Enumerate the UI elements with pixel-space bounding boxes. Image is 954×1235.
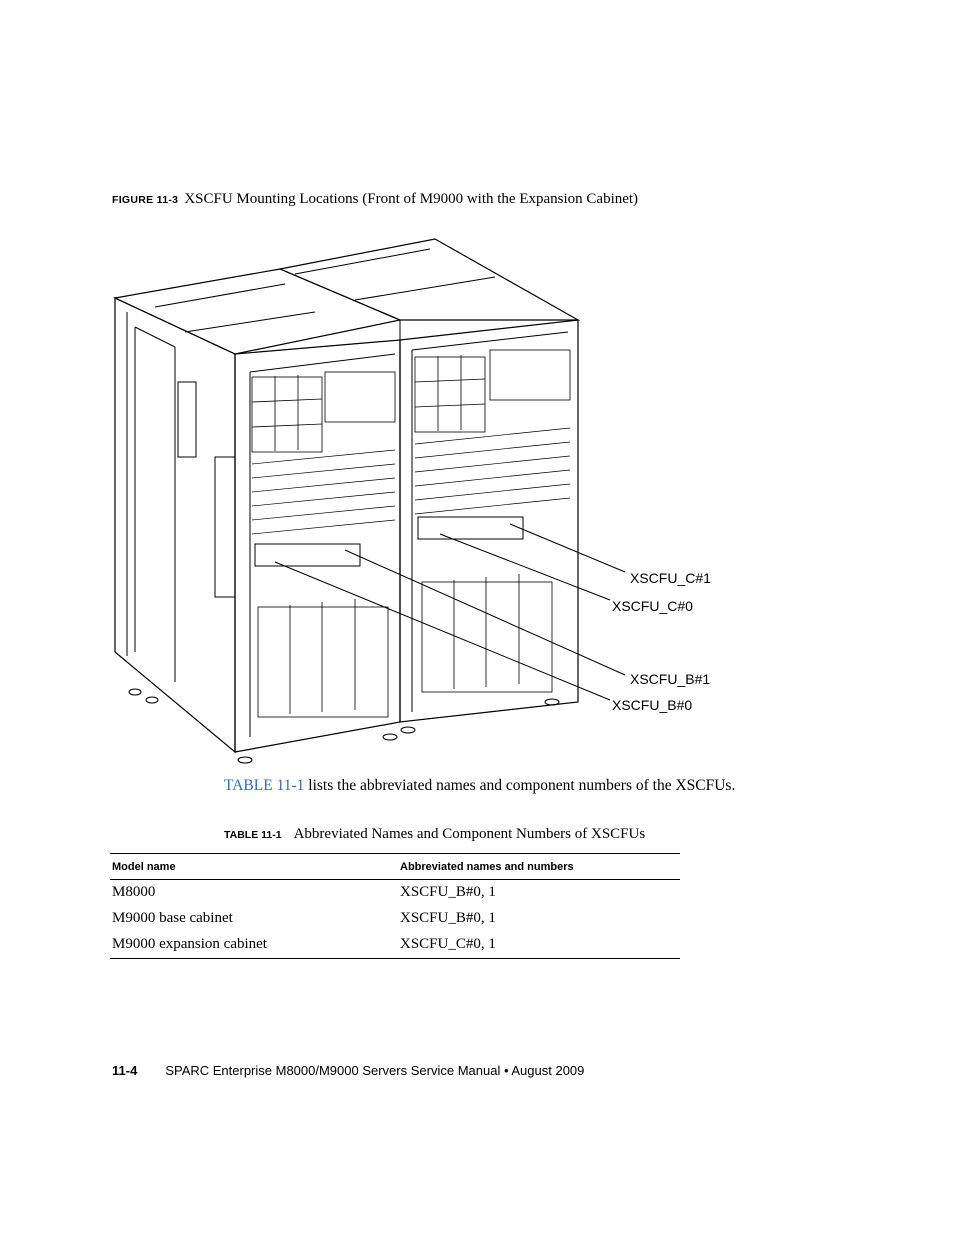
table-cell-abbrev: XSCFU_B#0, 1 (400, 884, 496, 900)
callout-xscfu-b1: XSCFU_B#1 (630, 671, 711, 687)
figure-illustration: XSCFU_C#1 XSCFU_C#0 XSCFU_B#1 XSCFU_B#0 (100, 232, 720, 767)
callout-xscfu-c0: XSCFU_C#0 (612, 598, 693, 614)
page-number: 11-4 (112, 1063, 138, 1078)
table-caption-text: Abbreviated Names and Component Numbers … (293, 826, 646, 842)
body-paragraph: TABLE 11-1 lists the abbreviated names a… (224, 777, 735, 795)
table-row: M8000 XSCFU_B#0, 1 (110, 880, 680, 907)
figure-caption: FIGURE 11-3 XSCFU Mounting Locations (Fro… (112, 191, 638, 208)
table-row: M9000 expansion cabinet XSCFU_C#0, 1 (110, 932, 680, 959)
table-label: TABLE 11-1 (224, 829, 282, 841)
figure-caption-text: XSCFU Mounting Locations (Front of M9000… (184, 191, 639, 207)
table-header-row: Model name Abbreviated names and numbers (110, 853, 680, 880)
body-paragraph-text: lists the abbreviated names and componen… (304, 777, 736, 794)
table-cell-model: M9000 base cabinet (112, 910, 233, 926)
callout-xscfu-b0: XSCFU_B#0 (612, 697, 693, 713)
table-caption: TABLE 11-1 Abbreviated Names and Componen… (224, 826, 645, 843)
table-cell-model: M8000 (112, 884, 156, 900)
server-cabinet-drawing (113, 238, 626, 764)
table-cell-abbrev: XSCFU_B#0, 1 (400, 910, 496, 926)
figure-label: FIGURE 11-3 (112, 194, 179, 206)
footer-text: SPARC Enterprise M8000/M9000 Servers Ser… (165, 1063, 585, 1078)
column-header-model-name: Model name (110, 853, 398, 880)
column-header-abbreviated-names: Abbreviated names and numbers (398, 853, 680, 880)
callout-xscfu-c1: XSCFU_C#1 (630, 570, 711, 586)
table-cell-abbrev: XSCFU_C#0, 1 (398, 932, 680, 959)
table-xref-link[interactable]: TABLE 11-1 (224, 777, 305, 794)
table-cell-model: M9000 expansion cabinet (110, 932, 398, 959)
table-row: M9000 base cabinet XSCFU_B#0, 1 (110, 906, 680, 932)
abbreviated-names-table: Model name Abbreviated names and numbers… (110, 853, 680, 959)
page-footer: 11-4 SPARC Enterprise M8000/M9000 Servers… (112, 1063, 584, 1078)
